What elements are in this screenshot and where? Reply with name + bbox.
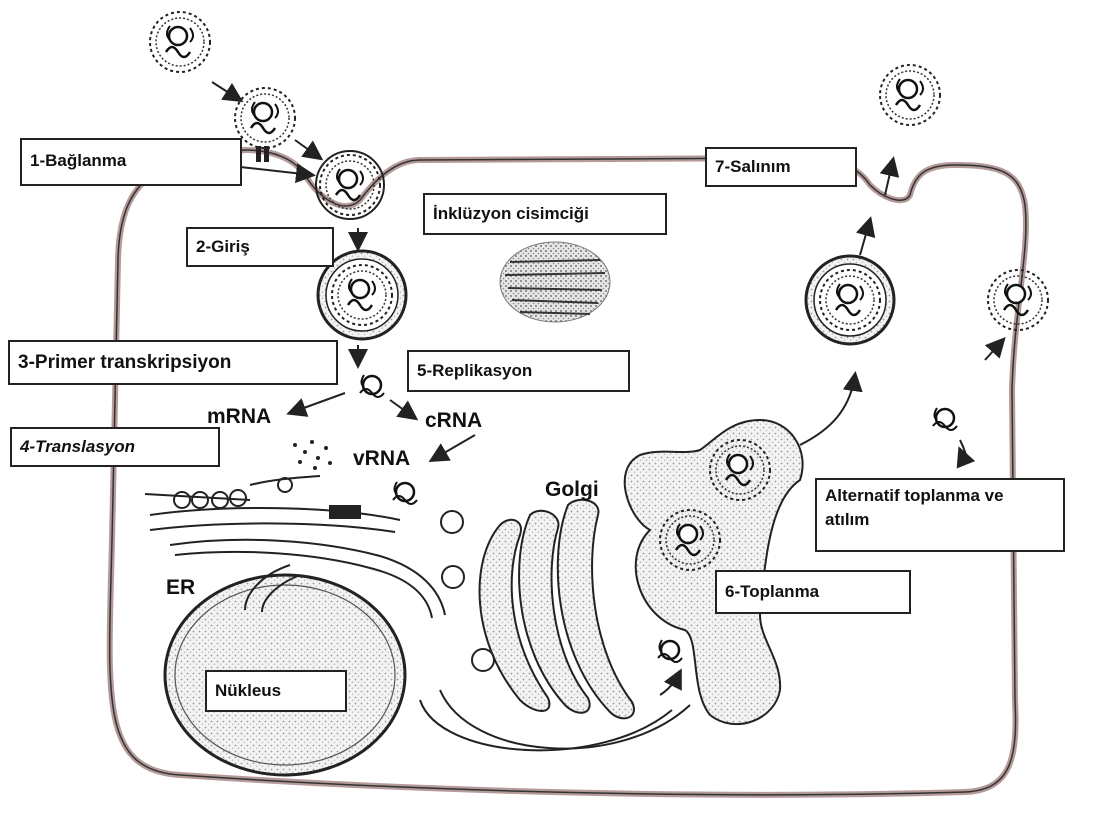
label-replikasyon: 5-Replikasyon [407,350,630,392]
label-er: ER [166,576,195,600]
label-nukleus: Nükleus [205,670,347,712]
viral-core-uncoating [360,375,384,397]
label-mrna: mRNA [207,405,271,429]
viral-core-budding [658,640,682,662]
viral-core-vrna [393,482,417,504]
virion-entering [316,151,384,219]
label-translasyon: 4-Translasyon [10,427,220,467]
label-inkluzyon: İnklüzyon cisimciği [423,193,667,235]
label-baglanma: 1-Bağlanma [20,138,242,186]
ribosomes [145,476,320,508]
label-alternatif: Alternatif toplanma ve atılım [815,478,1065,552]
virion-released-1 [880,65,940,125]
label-primer-transkripsiyon: 3-Primer transkripsiyon [8,340,338,385]
virion-attaching [235,88,295,148]
label-alternatif-line2: atılım [825,508,1055,532]
virion-free-1 [150,12,210,72]
label-golgi: Golgi [545,478,599,502]
viral-core-alternate [933,408,957,430]
inclusion-body [500,242,610,322]
label-alternatif-line1: Alternatif toplanma ve [825,484,1055,508]
exit-vesicle [806,256,894,344]
mrna-fragments [293,440,332,470]
label-giris: 2-Giriş [186,227,334,267]
golgi-apparatus [480,500,634,719]
label-crna: cRNA [425,409,482,433]
label-toplanma: 6-Toplanma [715,570,911,614]
label-vrna: vRNA [353,447,410,471]
label-salinim: 7-Salınım [705,147,857,187]
